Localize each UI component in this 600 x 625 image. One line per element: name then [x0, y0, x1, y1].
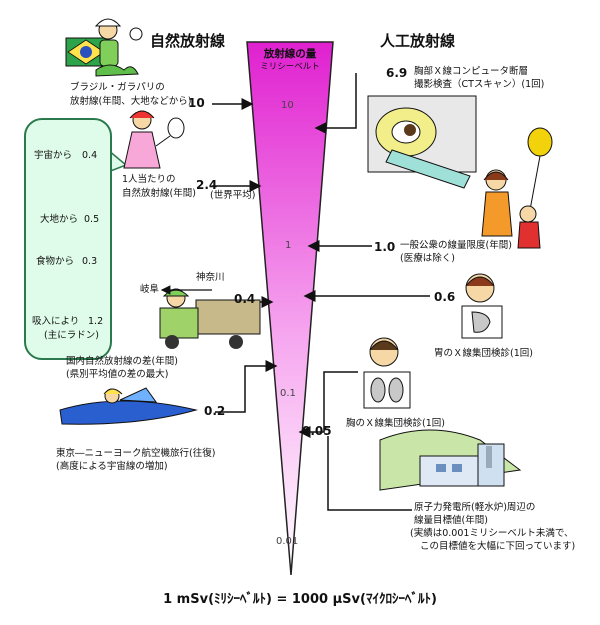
- domestic-text-1: 国内自然放射線の差(年間): [66, 356, 178, 367]
- breakdown-value-space: 0.4: [82, 150, 98, 161]
- plant-text-3: (実績は0.001ミリシーベルト未満で、: [410, 528, 574, 539]
- ct-text-2: 撮影検査（CTスキャン）(1回): [414, 79, 545, 90]
- public-limit-value: 1.0: [374, 240, 396, 254]
- stomach-xray-icon: [461, 273, 503, 339]
- airplane-icon: [59, 387, 198, 425]
- flight-text-1: 東京―ニューヨーク航空機旅行(往復): [56, 448, 216, 459]
- artificial-radiation-header: 人工放射線: [380, 32, 456, 50]
- ct-value: 6.9: [386, 66, 408, 80]
- public-limit-text-1: 一般公衆の線量限度(年間): [400, 240, 512, 251]
- brazil-illustration-icon: [65, 18, 143, 77]
- arrow-chest: [298, 371, 358, 438]
- arrow-flight: [215, 360, 278, 413]
- breakdown-label-food: 食物から: [36, 256, 75, 267]
- brazil-text-2: 放射線(年間、大地などから): [70, 96, 192, 107]
- stomach-value: 0.6: [434, 290, 456, 304]
- chest-text: 胸のＸ線集団検診(1回): [346, 418, 445, 429]
- dose-wedge: [246, 41, 334, 576]
- family-balloon-icon: [481, 127, 553, 249]
- public-limit-text-2: (医療は除く): [400, 253, 455, 264]
- per-person-text-1: 1人当たりの: [122, 174, 176, 185]
- unit-conversion-footer: 1 mSv(ﾐﾘｼｰﾍﾞﾙﾄ) = 1000 μSv(ﾏｲｸﾛｼｰﾍﾞﾙﾄ): [163, 592, 437, 607]
- per-person-note: (世界平均): [210, 190, 256, 201]
- ct-scanner-icon: [367, 95, 477, 189]
- stomach-text: 胃のＸ線集団検診(1回): [434, 348, 533, 359]
- chest-xray-icon: [363, 337, 411, 409]
- truck-icon: [159, 285, 261, 349]
- scale-label-0-1: 0.1: [280, 388, 296, 399]
- breakdown-note-inhalation: (主にラドン): [44, 330, 99, 341]
- chest-value: 0.05: [302, 424, 332, 438]
- arrow-ct: [314, 73, 357, 134]
- domestic-to: 神奈川: [196, 272, 225, 283]
- per-person-value: 2.4: [196, 178, 218, 192]
- arrow-plant: [327, 436, 412, 511]
- plant-text-2: 線量目標値(年間): [414, 515, 488, 526]
- domestic-text-2: (県別平均値の差の最大): [66, 369, 169, 380]
- scale-label-10: 10: [281, 100, 294, 111]
- brazil-text-1: ブラジル・ガラパリの: [70, 82, 165, 93]
- breakdown-label-space: 宇宙から: [34, 150, 73, 161]
- flight-text-2: (高度による宇宙線の増加): [56, 461, 168, 472]
- scale-label-1: 1: [285, 240, 292, 251]
- per-person-text-2: 自然放射線(年間): [122, 188, 196, 199]
- breakdown-label-inhalation: 吸入により: [32, 316, 80, 327]
- plant-text-4: この目標値を大幅に下回っています): [420, 541, 576, 552]
- breakdown-value-food: 0.3: [82, 256, 98, 267]
- natural-radiation-header: 自然放射線: [150, 32, 226, 50]
- breakdown-label-ground: 大地から: [40, 214, 79, 225]
- breakdown-value-ground: 0.5: [84, 214, 100, 225]
- plant-text-1: 原子力発電所(軽水炉)周辺の: [414, 502, 536, 513]
- natural-breakdown-panel: [24, 118, 112, 360]
- wedge-unit: ミリシーベルト: [260, 62, 320, 72]
- breakdown-value-inhalation: 1.2: [88, 316, 104, 327]
- tennis-player-icon: [123, 110, 185, 169]
- flight-value: 0.2: [204, 404, 226, 418]
- brazil-value: 10: [188, 96, 205, 110]
- domestic-from: 岐阜: [140, 284, 160, 295]
- power-plant-icon: [379, 429, 522, 491]
- wedge-title: 放射線の量: [263, 48, 317, 60]
- scale-label-0-01: 0.01: [276, 536, 299, 547]
- domestic-value: 0.4: [234, 292, 256, 306]
- ct-text-1: 胸部Ｘ線コンピュータ断層: [414, 66, 529, 77]
